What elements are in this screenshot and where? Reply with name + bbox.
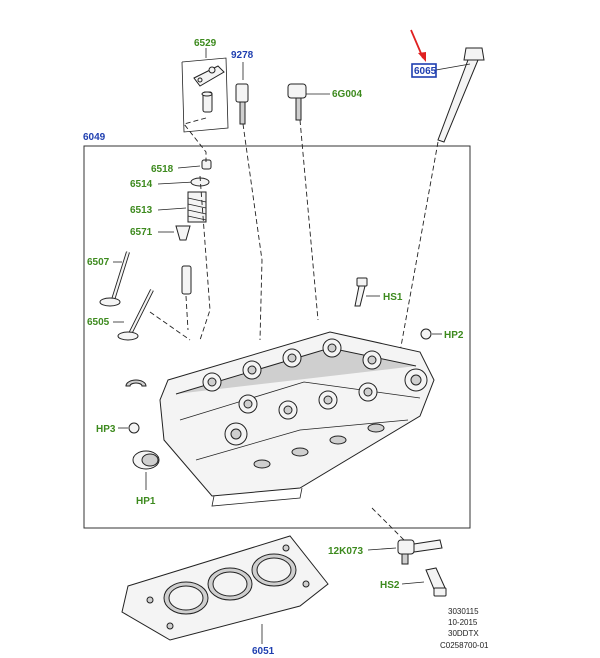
- bolt-HS2: [425, 567, 447, 597]
- sensor-9278: [235, 83, 249, 125]
- head-gasket-6051: [121, 535, 329, 641]
- stamp-line-2: 10-2015: [448, 618, 478, 627]
- cam-journals: [202, 338, 382, 420]
- lash-adjuster-6529: [201, 91, 213, 113]
- label-6513: 6513: [130, 205, 153, 216]
- label-6G004: 6G004: [332, 89, 362, 100]
- rocker-arm-6529: [193, 65, 225, 87]
- label-12K073: 12K073: [328, 546, 363, 557]
- label-6529: 6529: [194, 38, 217, 49]
- seat-ring: [125, 379, 147, 387]
- plug-HP3: [128, 422, 140, 434]
- label-HS1: HS1: [383, 292, 403, 303]
- valve-seal-6571: [175, 225, 191, 241]
- cylinder-head-6049: [159, 331, 435, 507]
- label-6065: 6065: [414, 66, 437, 77]
- bolt-HS1: [354, 277, 368, 307]
- cup-plug-HP1: [132, 450, 160, 470]
- sensor-12K073: [397, 539, 443, 565]
- label-6507: 6507: [87, 257, 110, 268]
- valve-keeper-6518: [201, 159, 212, 170]
- highlight-box-6065: [411, 63, 437, 78]
- valve-6505: [117, 289, 154, 341]
- valve-6507: [99, 251, 130, 307]
- valve-guide: [181, 265, 192, 295]
- stamp-line-3: 30DDTX: [448, 629, 479, 638]
- label-HP3: HP3: [96, 424, 116, 435]
- label-9278: 9278: [231, 50, 254, 61]
- plug-HP2: [420, 328, 432, 340]
- label-6514: 6514: [130, 179, 153, 190]
- valve-spring-6513: [187, 191, 207, 223]
- stamp-line-4: C0258700-01: [440, 641, 489, 650]
- label-6518: 6518: [151, 164, 174, 175]
- head-bolt-6065: [437, 47, 485, 143]
- group-bracket-6529: [181, 57, 229, 133]
- sensor-6G004: [287, 83, 307, 121]
- label-6505: 6505: [87, 317, 110, 328]
- assembly-frame: [83, 145, 471, 529]
- label-HS2: HS2: [380, 580, 400, 591]
- label-HP2: HP2: [444, 330, 464, 341]
- label-HP1: HP1: [136, 496, 156, 507]
- label-6049: 6049: [83, 132, 106, 143]
- label-6571: 6571: [130, 227, 153, 238]
- label-6051: 6051: [252, 646, 275, 657]
- stamp-line-1: 3030115: [448, 607, 479, 616]
